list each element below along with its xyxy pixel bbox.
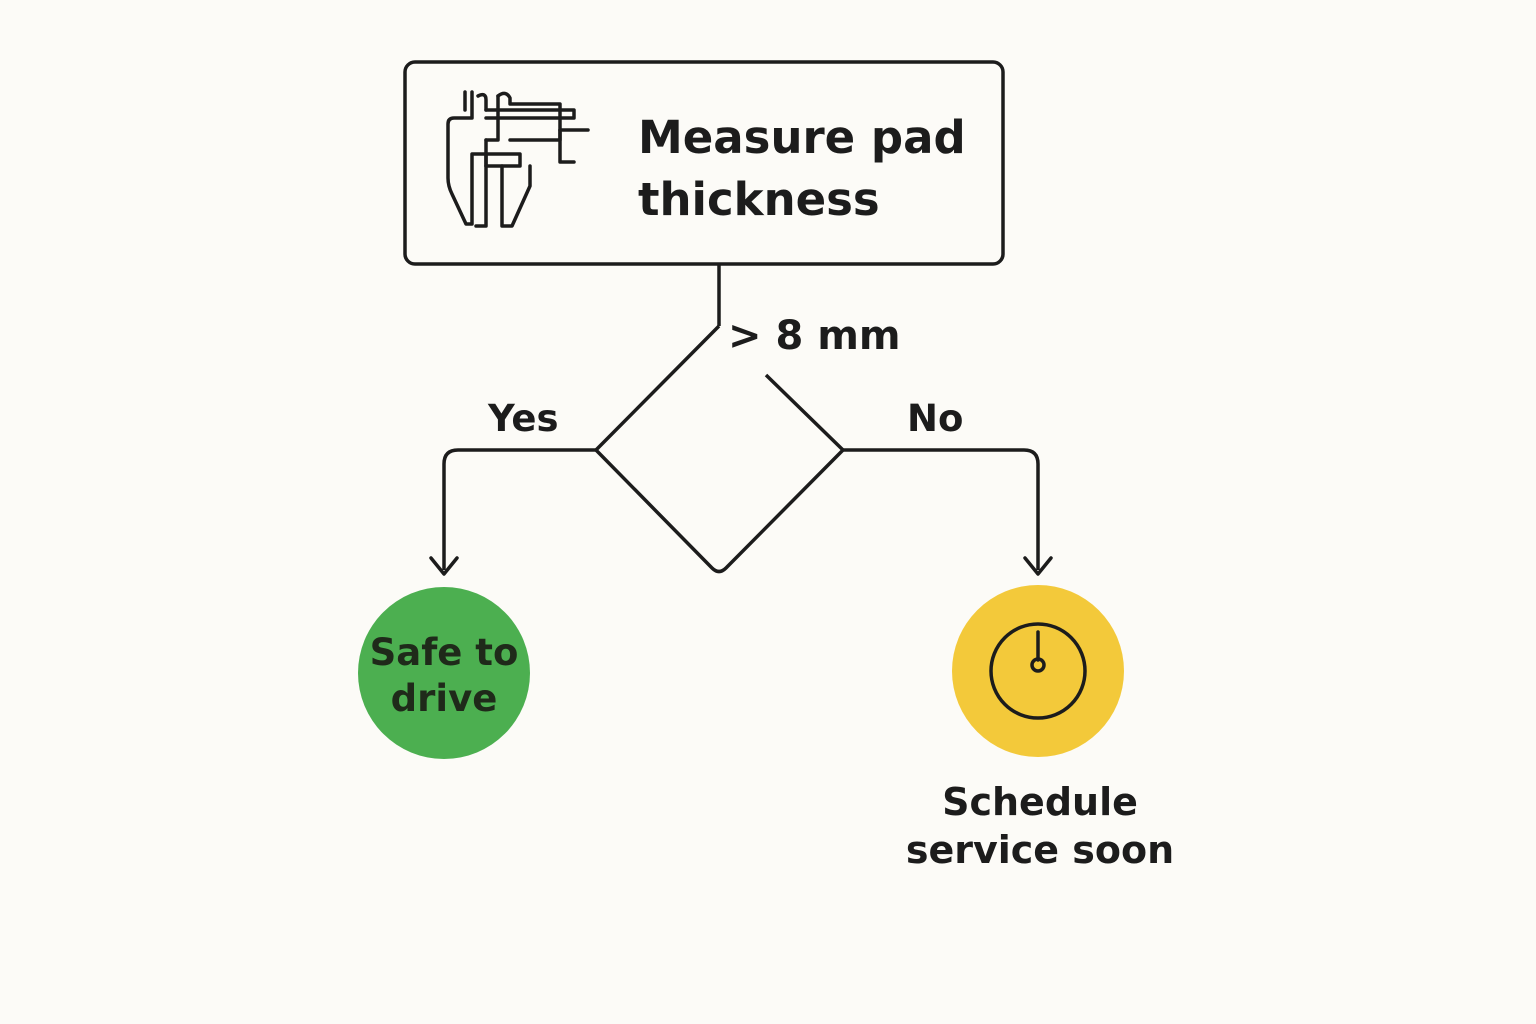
arrowhead-no — [1023, 556, 1053, 576]
gauge-icon — [989, 622, 1087, 720]
no-branch-label: No — [907, 397, 964, 440]
start-box-title: Measure pad thickness — [638, 111, 966, 226]
decision-diamond — [594, 324, 845, 574]
caliper-icon — [446, 90, 590, 228]
connector-no — [843, 448, 1040, 570]
yes-branch-label: Yes — [488, 397, 559, 440]
connector-yes — [442, 448, 596, 570]
decision-label: > 8 mm — [728, 313, 901, 359]
safe-outcome-label: Safe to drive — [369, 631, 519, 720]
schedule-outcome-label: Schedule service soon — [905, 780, 1175, 872]
safe-outcome-circle — [358, 587, 530, 759]
arrowhead-yes — [429, 556, 459, 576]
start-box — [403, 60, 1005, 266]
